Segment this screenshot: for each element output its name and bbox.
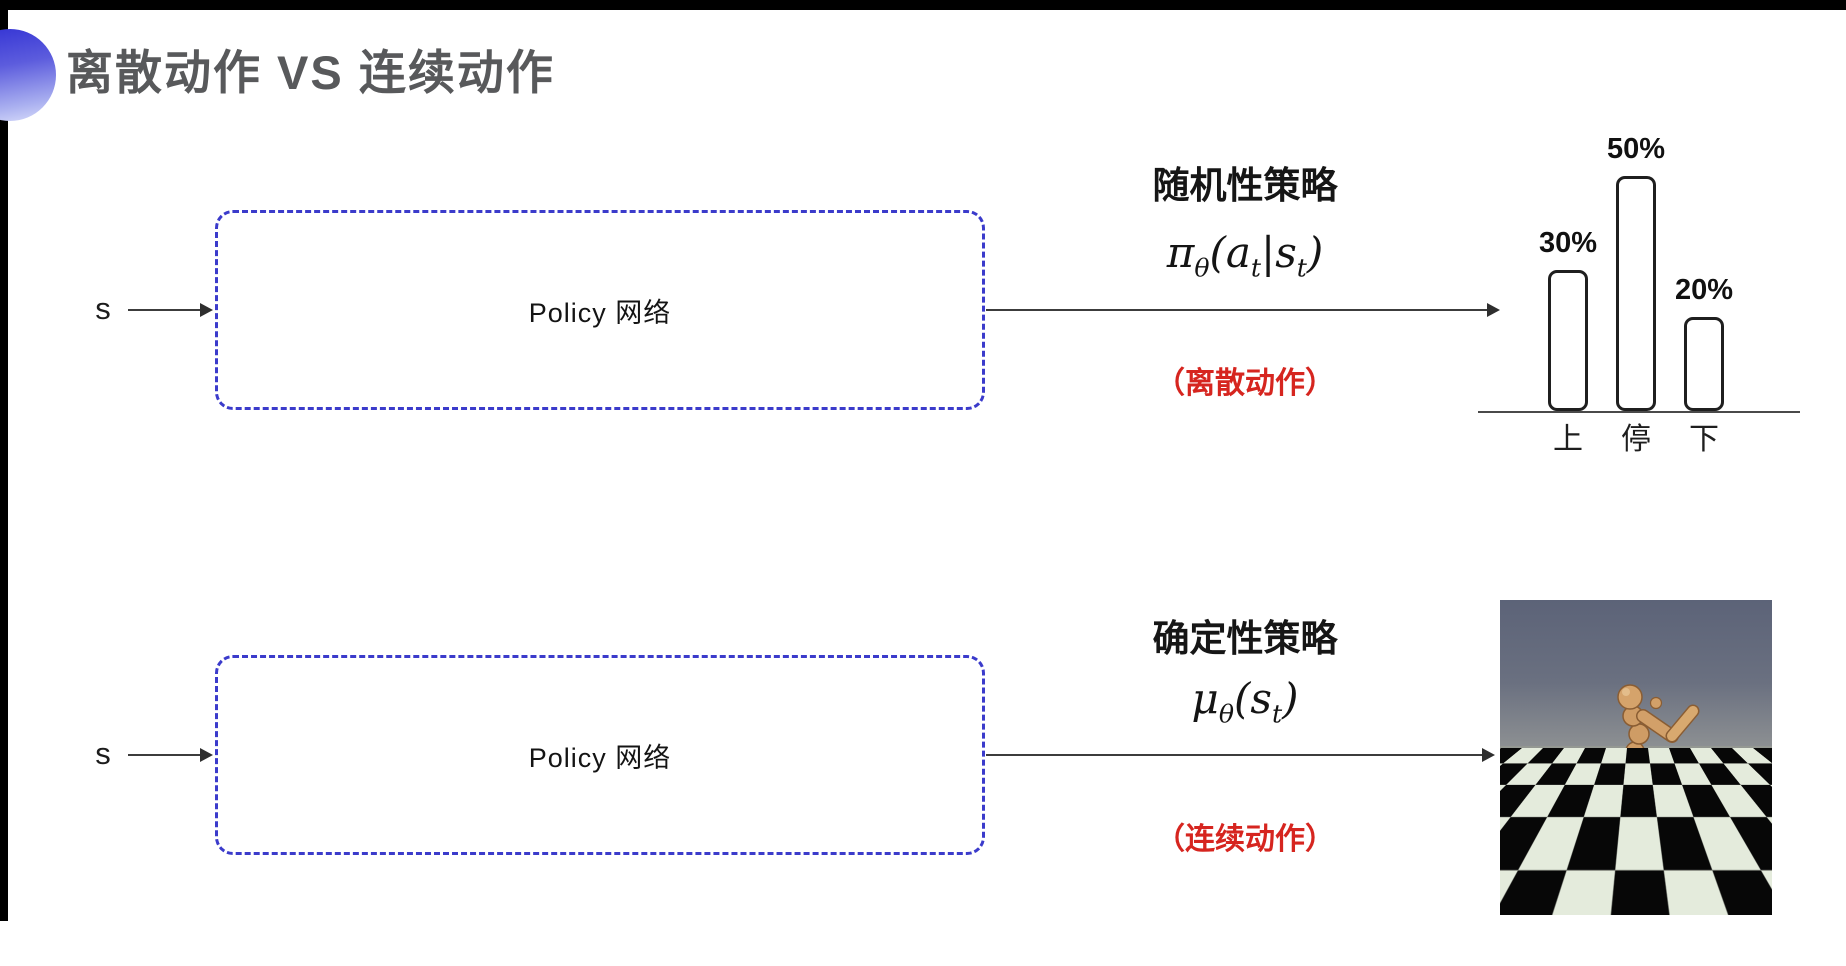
bar-column-up: 30% (1539, 227, 1597, 411)
policy-name-row1: 随机性策略 (1152, 165, 1338, 206)
bar-up (1548, 270, 1588, 411)
bar-column-down: 20% (1675, 274, 1733, 411)
category-label-down: 下 (1689, 423, 1719, 456)
action-type-note-row2: （连续动作） (1155, 823, 1335, 856)
humanoid-robot-figure (1576, 684, 1700, 900)
bar-down (1684, 317, 1724, 411)
input-arrow-row1 (128, 303, 213, 317)
bar-column-stop: 50% (1607, 133, 1665, 411)
state-input-label-row1: s (95, 291, 111, 326)
bars-area: 30% 50% 20% (1539, 133, 1733, 411)
bar-value-label: 50% (1606, 133, 1666, 165)
policy-formula-row1: πθ(at|st) (1166, 228, 1324, 283)
chart-baseline (1478, 411, 1800, 413)
input-arrow-row2 (128, 748, 213, 762)
state-input-label-row2: s (95, 736, 111, 771)
action-probability-bar-chart: 30% 50% 20% 上 停 下 (1478, 96, 1818, 466)
bar-value-label: 20% (1674, 274, 1734, 306)
left-border (0, 0, 8, 921)
category-label-up: 上 (1553, 423, 1583, 456)
action-type-note-row1: （离散动作） (1155, 367, 1335, 400)
output-arrow-row2 (986, 748, 1495, 762)
policy-network-box-row2: Policy 网络 (215, 655, 985, 855)
bar-stop (1616, 176, 1656, 411)
category-labels: 上 停 下 (1548, 414, 1724, 458)
policy-name-row2: 确定性策略 (1152, 618, 1338, 659)
top-border (0, 0, 1846, 10)
title-bullet-icon (0, 29, 56, 121)
page-title: 离散动作 VS 连续动作 (66, 46, 555, 99)
policy-box-label-row2: Policy 网络 (528, 742, 672, 773)
policy-box-label-row1: Policy 网络 (528, 297, 672, 328)
bar-value-label: 30% (1538, 227, 1598, 259)
policy-network-box-row1: Policy 网络 (215, 210, 985, 410)
output-arrow-row1 (986, 303, 1500, 317)
category-label-stop: 停 (1621, 423, 1651, 456)
policy-formula-row2: μθ(st) (1191, 674, 1299, 729)
humanoid-simulation-image (1500, 600, 1772, 915)
